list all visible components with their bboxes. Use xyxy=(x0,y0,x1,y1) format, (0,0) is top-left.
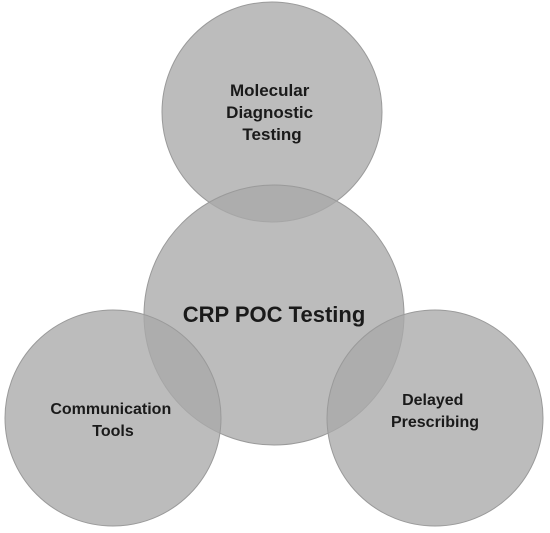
label-left: Communication Tools xyxy=(50,401,175,440)
label-top-line-1: Molecular xyxy=(230,81,310,100)
label-center-line-1: CRP POC Testing xyxy=(183,302,366,327)
label-right-line-2: Prescribing xyxy=(391,414,479,431)
label-left-line-2: Tools xyxy=(92,423,134,440)
label-right-line-1: Delayed xyxy=(402,392,463,409)
label-left-line-1: Communication xyxy=(50,401,171,418)
label-right: Delayed Prescribing xyxy=(391,392,479,431)
circle-left xyxy=(4,309,222,527)
label-center: CRP POC Testing xyxy=(183,302,366,327)
circle-right xyxy=(326,309,544,527)
label-top-line-2: Diagnostic xyxy=(226,103,313,122)
label-top: Molecular Diagnostic Testing xyxy=(226,81,318,144)
label-top-line-3: Testing xyxy=(242,125,301,144)
